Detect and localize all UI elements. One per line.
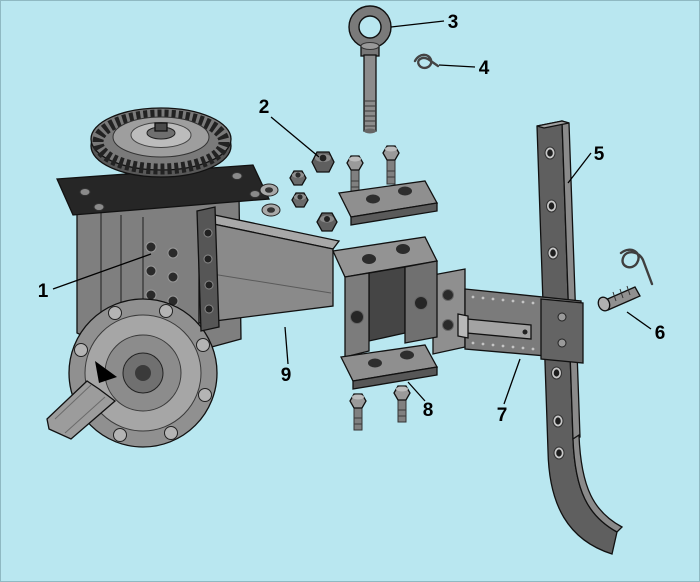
hairpin-clip-icon bbox=[619, 248, 654, 286]
callout-7: 7 bbox=[497, 405, 508, 426]
gearbox-round-cover bbox=[68, 298, 218, 448]
bar-holes bbox=[544, 146, 565, 460]
upper-bolt-right bbox=[382, 145, 400, 185]
callout-3: 3 bbox=[448, 12, 459, 33]
lifting-eye-bolt bbox=[348, 5, 392, 134]
hairpin-clip-top-icon bbox=[413, 53, 440, 70]
clamp-grip-block bbox=[540, 298, 584, 364]
callout-4: 4 bbox=[479, 58, 490, 79]
gearbox-flange-holes bbox=[145, 241, 179, 307]
lower-bolt-right bbox=[393, 385, 411, 423]
upper-strap-plate bbox=[338, 145, 439, 226]
callout-1: 1 bbox=[38, 281, 49, 302]
output-shaft bbox=[46, 380, 117, 440]
callout-9: 9 bbox=[281, 365, 292, 386]
hex-nuts-and-washers bbox=[259, 151, 338, 232]
callout-6: 6 bbox=[655, 323, 666, 344]
pointer-mark bbox=[95, 361, 117, 383]
clamp-assembly bbox=[432, 268, 584, 364]
gearbox-housing bbox=[46, 107, 270, 448]
callout-2: 2 bbox=[259, 97, 270, 118]
lower-bolt-left bbox=[349, 393, 367, 431]
clamp-plate-and-bolts bbox=[340, 344, 439, 431]
bevel-gear bbox=[90, 107, 232, 178]
hairpin-cotter-top bbox=[413, 53, 440, 70]
upper-bolt-left bbox=[346, 155, 364, 195]
callout-5: 5 bbox=[594, 144, 605, 165]
clevis-pin-and-clip bbox=[597, 248, 654, 312]
arm-mount-flange bbox=[196, 206, 220, 332]
callout-labels: 1 2 3 4 5 6 7 8 9 bbox=[38, 12, 666, 426]
clevis-bracket bbox=[332, 236, 438, 358]
callout-8: 8 bbox=[423, 400, 434, 421]
hitch-bracket-arm bbox=[196, 206, 438, 358]
leader-lines bbox=[52, 20, 652, 405]
